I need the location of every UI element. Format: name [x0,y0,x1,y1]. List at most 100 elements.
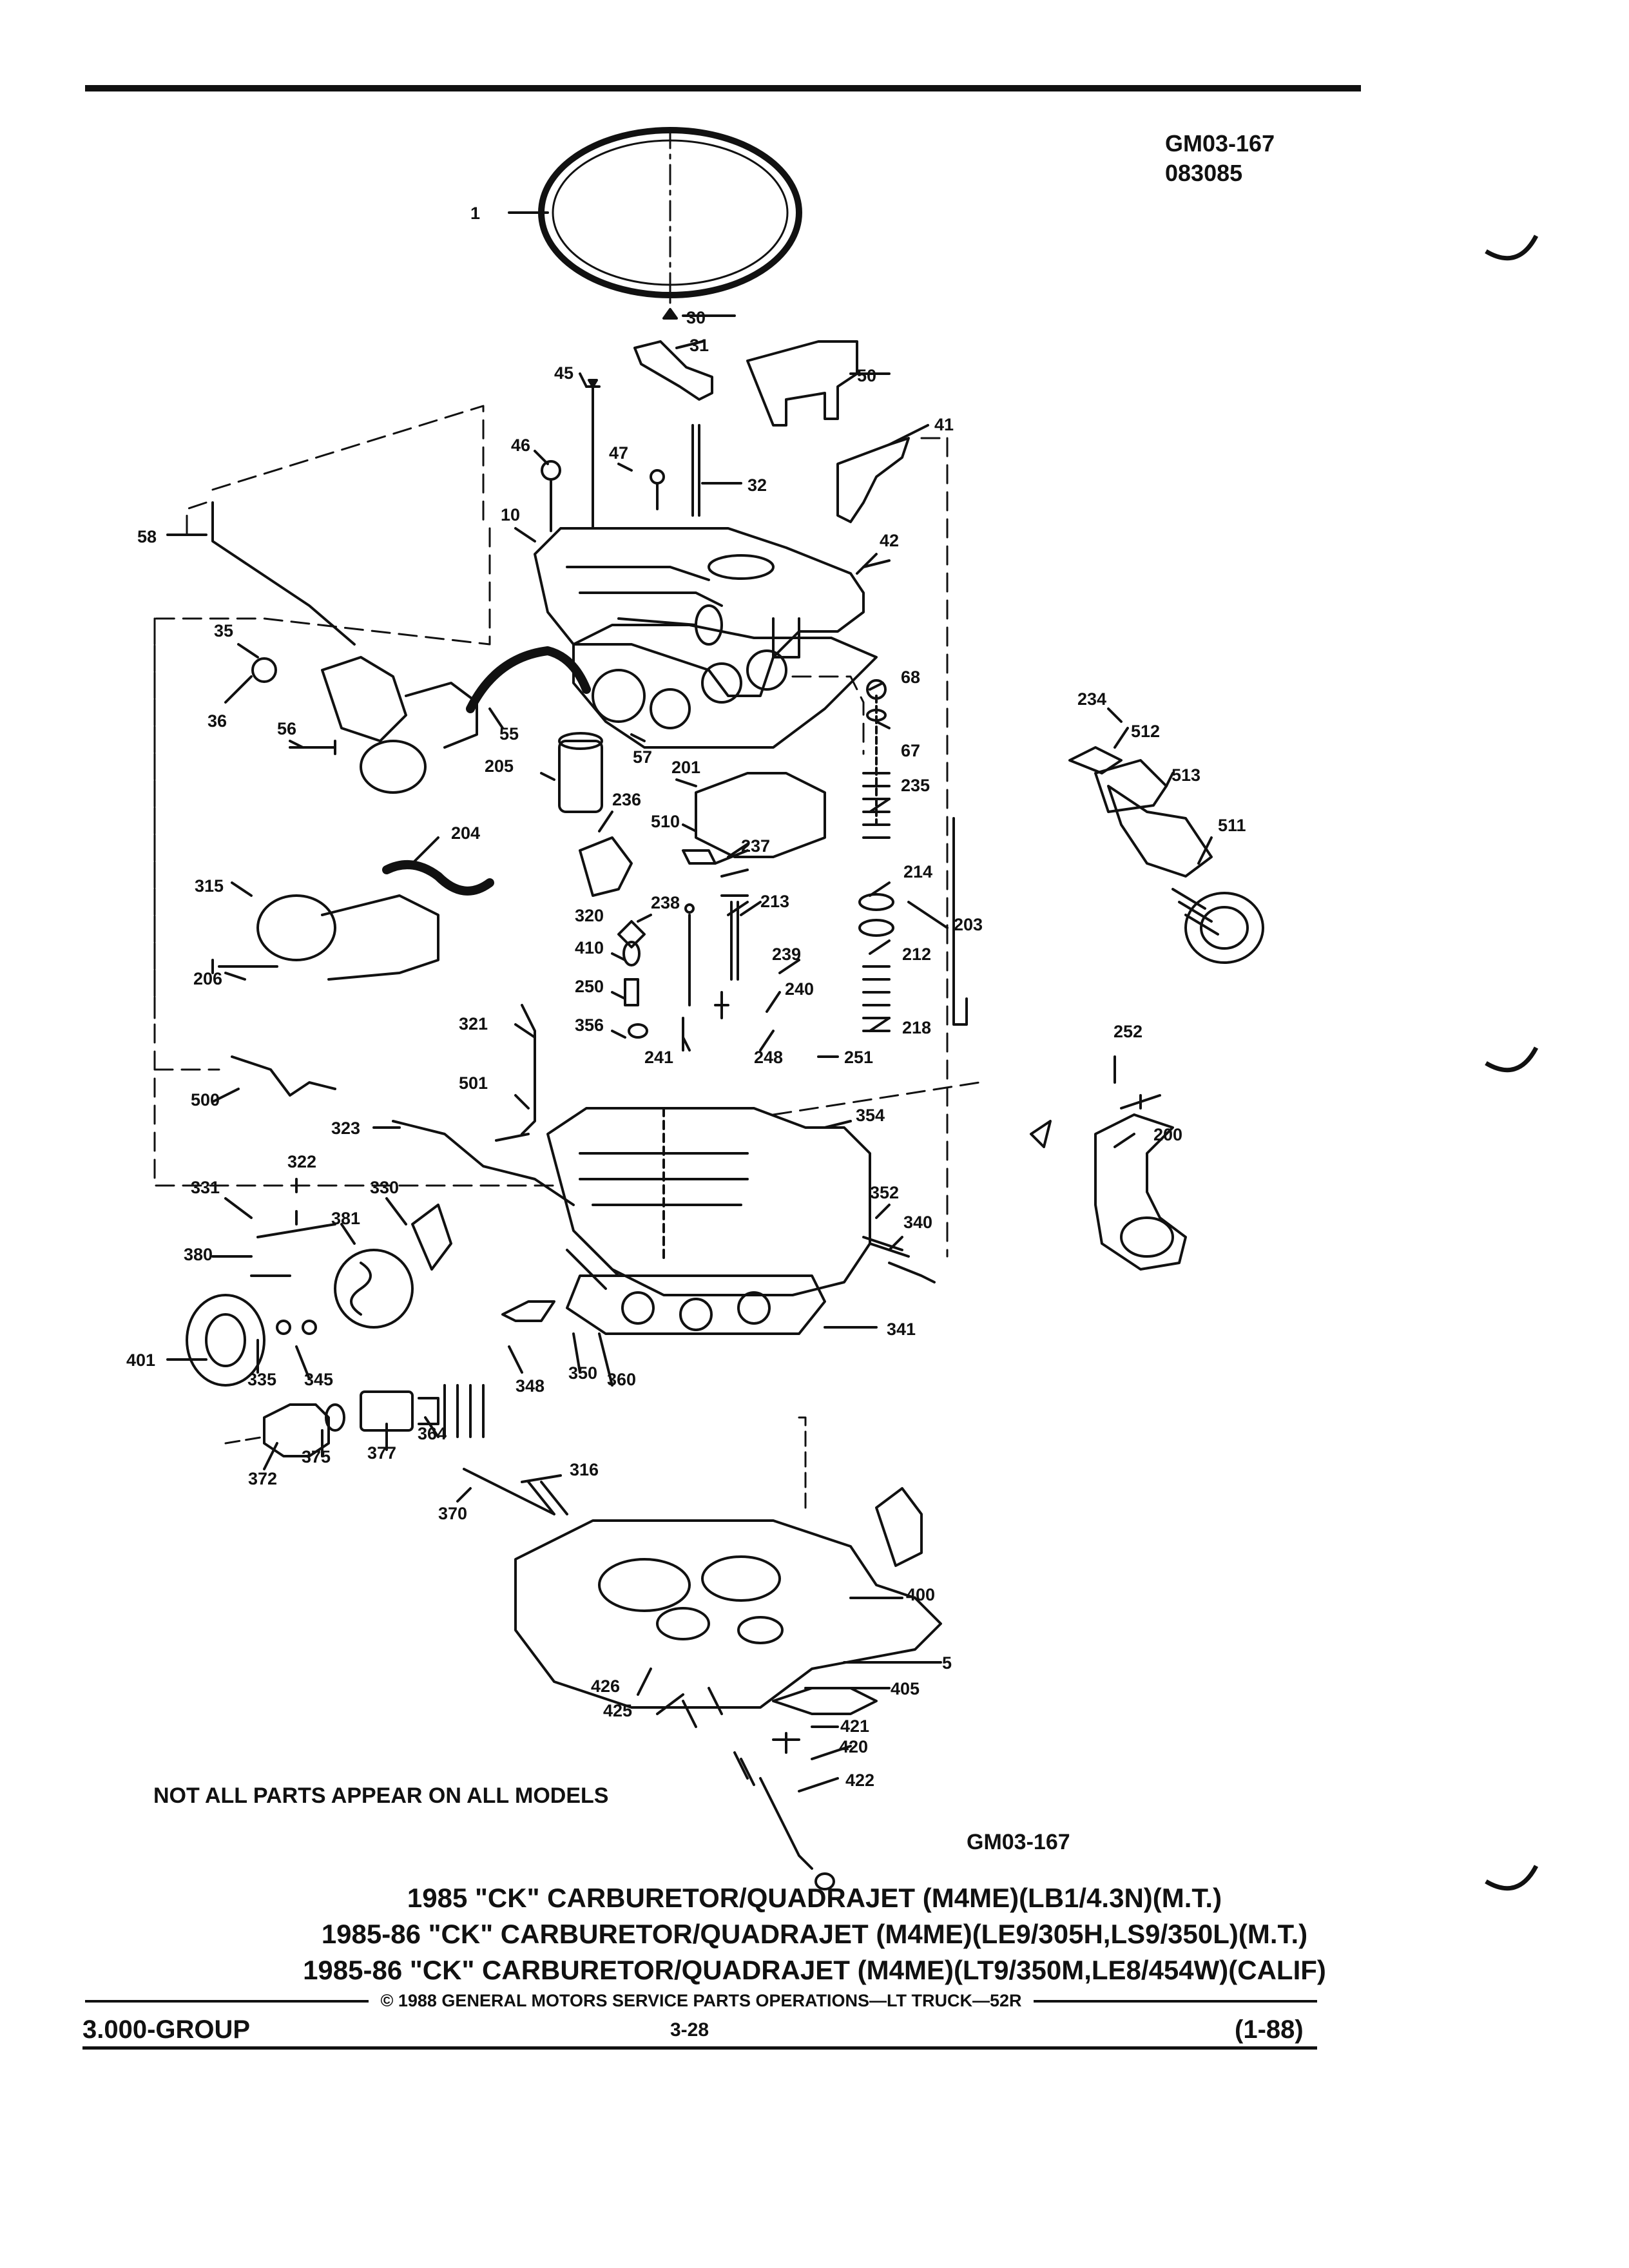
callout-315: 315 [195,876,224,896]
callout-354: 354 [856,1106,885,1125]
callout-322: 322 [287,1152,316,1171]
callout-55: 55 [499,724,519,744]
callout-32: 32 [747,476,767,495]
callout-364: 364 [418,1424,447,1443]
callout-41: 41 [934,415,954,434]
margin-curl-mark-3 [1485,1865,1539,1891]
callout-377: 377 [367,1443,396,1463]
figure-titles: 1985 "CK" CARBURETOR/QUADRAJET (M4ME)(LB… [0,1880,1629,1988]
reference-code-block: GM03-167 083085 [1165,129,1275,188]
callout-57: 57 [633,747,652,767]
diagram-note: NOT ALL PARTS APPEAR ON ALL MODELS [153,1783,609,1808]
callout-250: 250 [575,977,604,996]
callout-401: 401 [126,1350,155,1370]
callout-56: 56 [277,719,296,738]
callout-420: 420 [839,1737,868,1756]
callout-47: 47 [609,443,628,463]
callout-510: 510 [651,812,680,831]
copyright-line: © 1988 GENERAL MOTORS SERVICE PARTS OPER… [85,1991,1317,2011]
callout-331: 331 [191,1178,220,1197]
callout-212: 212 [902,945,931,964]
revision-label: (1-88) [1235,2015,1304,2044]
figure-id: GM03-167 [967,1830,1070,1854]
callout-214: 214 [903,862,932,881]
reference-code: GM03-167 [1165,130,1275,157]
callout-405: 405 [891,1679,920,1698]
copyright-rule-right [1033,1999,1317,2003]
callout-234: 234 [1077,689,1106,709]
callout-30: 30 [686,308,706,327]
callout-320: 320 [575,906,604,925]
callout-45: 45 [554,363,574,383]
callout-36: 36 [207,711,227,731]
callout-205: 205 [485,756,514,776]
margin-curl-mark-2 [1485,1046,1539,1073]
callout-512: 512 [1131,722,1160,741]
callout-513: 513 [1171,765,1200,785]
callout-426: 426 [591,1677,620,1696]
footer-rule [82,2046,1317,2050]
callout-421: 421 [840,1716,869,1736]
callout-labels: 1 30 31 50 45 41 46 47 32 10 58 42 35 68 36 67 56 55 57 201… [126,204,1246,1790]
callout-235: 235 [901,776,930,795]
callout-42: 42 [880,531,899,550]
callout-46: 46 [511,436,530,455]
callout-241: 241 [644,1048,673,1067]
callout-238: 238 [651,893,680,912]
callout-248: 248 [754,1048,783,1067]
callout-375: 375 [302,1447,331,1466]
callout-10: 10 [501,505,520,524]
callout-236: 236 [612,790,641,809]
callout-372: 372 [248,1469,277,1488]
callout-335: 335 [247,1370,276,1389]
callout-356: 356 [575,1015,604,1035]
callout-50: 50 [857,366,876,385]
callout-500: 500 [191,1090,220,1110]
callout-400: 400 [906,1585,935,1604]
title-line-1: 1985 "CK" CARBURETOR/QUADRAJET (M4ME)(LB… [407,1883,1222,1913]
callout-58: 58 [137,527,157,546]
callout-240: 240 [785,979,814,999]
callout-251: 251 [844,1048,873,1067]
callout-370: 370 [438,1504,467,1523]
callout-348: 348 [516,1376,545,1396]
callout-345: 345 [304,1370,333,1389]
callout-350: 350 [568,1363,597,1383]
callout-67: 67 [901,741,920,760]
callout-352: 352 [870,1183,899,1202]
callout-425: 425 [603,1701,632,1720]
callout-410: 410 [575,938,604,957]
callout-204: 204 [451,823,480,843]
callout-31: 31 [689,336,709,355]
callout-422: 422 [845,1771,874,1790]
callout-321: 321 [459,1014,488,1033]
callout-206: 206 [193,969,222,988]
copyright-rule-left [85,1999,369,2003]
title-line-2: 1985-86 "CK" CARBURETOR/QUADRAJET (M4ME)… [321,1919,1308,1949]
callout-330: 330 [370,1178,399,1197]
callout-35: 35 [214,621,233,640]
callout-213: 213 [760,892,789,911]
callout-380: 380 [184,1245,213,1264]
copyright-text: © 1988 GENERAL MOTORS SERVICE PARTS OPER… [380,1991,1022,2010]
callout-1: 1 [470,204,480,223]
top-rule [85,85,1361,91]
callout-68: 68 [901,668,920,687]
callout-218: 218 [902,1018,931,1037]
callout-381: 381 [331,1209,360,1228]
callout-239: 239 [772,945,801,964]
callout-200: 200 [1153,1125,1182,1144]
callout-201: 201 [671,758,700,777]
callout-501: 501 [459,1073,488,1093]
callout-203: 203 [954,915,983,934]
margin-curl-mark-1 [1485,235,1539,261]
callout-511: 511 [1218,816,1246,835]
callout-323: 323 [331,1119,360,1138]
reference-date: 083085 [1165,160,1243,186]
group-label: 3.000-GROUP [82,2015,251,2044]
callout-5: 5 [942,1653,952,1673]
callout-341: 341 [887,1320,916,1339]
title-line-3: 1985-86 "CK" CARBURETOR/QUADRAJET (M4ME)… [303,1955,1326,1985]
callout-340: 340 [903,1213,932,1232]
